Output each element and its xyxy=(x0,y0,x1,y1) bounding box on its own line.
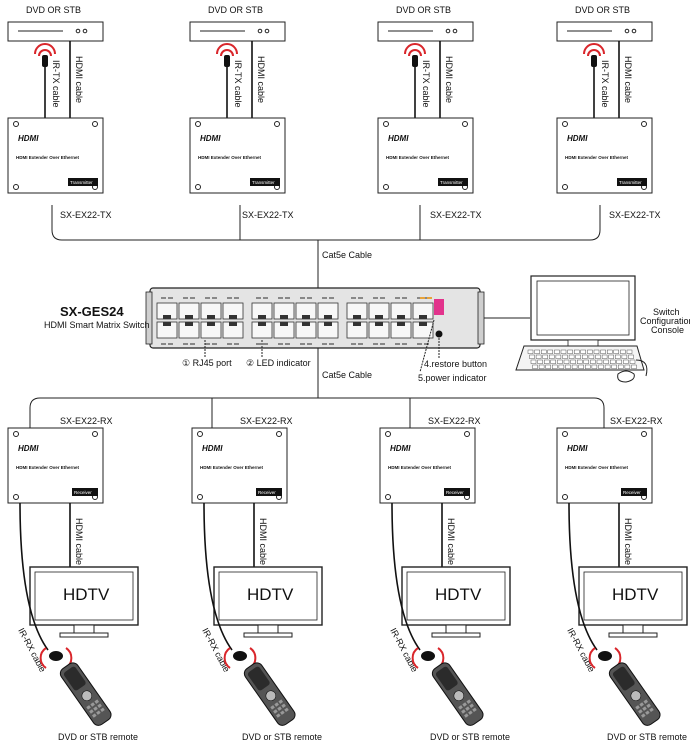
top-cat5e-bus xyxy=(51,205,601,241)
console-label-1: Switch xyxy=(653,307,680,317)
remote-control-icon xyxy=(59,662,112,726)
remote-label: DVD or STB remote xyxy=(242,732,322,742)
receiver-tag: Receiver xyxy=(258,490,276,495)
source-label: DVD OR STB xyxy=(26,5,81,15)
extender-title: HDMI Extender Over Ethernet xyxy=(200,465,264,470)
extender-title: HDMI Extender Over Ethernet xyxy=(386,155,450,160)
restore-button-icon xyxy=(435,330,443,338)
transmitter-box xyxy=(377,117,474,194)
ir-emitter-icon xyxy=(412,55,418,67)
switch-model: SX-GES24 xyxy=(60,304,124,319)
hdmi-logo: HDMI xyxy=(567,134,588,143)
bottom-cat5e-bus xyxy=(29,397,605,428)
source-label: DVD OR STB xyxy=(396,5,451,15)
extender-title: HDMI Extender Over Ethernet xyxy=(565,155,629,160)
hdmi-cable-label: HDMI cable xyxy=(444,56,454,103)
ir-emitter-icon xyxy=(591,55,597,67)
led-indicator-callout: ② LED indicator xyxy=(246,358,311,368)
receiver-model: SX-EX22-RX xyxy=(60,416,113,426)
hdmi-logo: HDMI xyxy=(18,444,39,453)
hdtv-label: HDTV xyxy=(63,585,110,604)
transmitter-model: SX-EX22-TX xyxy=(609,210,661,220)
ir-receiver-icon xyxy=(49,651,63,661)
hdmi-cable-label: HDMI cable xyxy=(258,518,268,565)
ir-receiver-icon xyxy=(598,651,612,661)
rj45-port-callout: ① RJ45 port xyxy=(182,358,232,368)
ir-receiver-icon xyxy=(233,651,247,661)
console-label-2: Configuration xyxy=(640,316,690,326)
ir-emitter-icon xyxy=(42,55,48,67)
remote-control-icon xyxy=(431,662,484,726)
extender-title: HDMI Extender Over Ethernet xyxy=(565,465,629,470)
receiver-model: SX-EX22-RX xyxy=(428,416,481,426)
power-led-icon xyxy=(434,299,444,315)
hdmi-cable-label: HDMI cable xyxy=(74,518,84,565)
hdmi-logo: HDMI xyxy=(18,134,39,143)
hdmi-logo: HDMI xyxy=(567,444,588,453)
receiver-tag: Receiver xyxy=(74,490,92,495)
receiver-model: SX-EX22-RX xyxy=(240,416,293,426)
extender-title: HDMI Extender Over Ethernet xyxy=(198,155,262,160)
transmitter-tag: Transmitter xyxy=(252,180,275,185)
matrix-switch xyxy=(145,287,485,349)
hdmi-logo: HDMI xyxy=(388,134,409,143)
switch-desc: HDMI Smart Matrix Switch xyxy=(44,320,150,330)
extender-title: HDMI Extender Over Ethernet xyxy=(388,465,452,470)
hdmi-cable-label: HDMI cable xyxy=(623,56,633,103)
mouse-icon xyxy=(617,370,635,383)
hdmi-logo: HDMI xyxy=(390,444,411,453)
receiver-model: SX-EX22-RX xyxy=(610,416,663,426)
remote-label: DVD or STB remote xyxy=(58,732,138,742)
hdmi-cable-label: HDMI cable xyxy=(446,518,456,565)
transmitter-tag: Transmitter xyxy=(70,180,93,185)
source-label: DVD OR STB xyxy=(575,5,630,15)
transmitter-box xyxy=(556,117,653,194)
remote-label: DVD or STB remote xyxy=(607,732,687,742)
cat5e-label-top: Cat5e Cable xyxy=(322,250,372,260)
hdmi-cable-label: HDMI cable xyxy=(74,56,84,103)
power-indicator-callout: 5.power indicator xyxy=(418,373,487,383)
hdtv-label: HDTV xyxy=(435,585,482,604)
receiver-unit-2: SX-EX22-RX HDMI HDMI Extender Over Etherne… xyxy=(191,416,323,742)
ir-tx-cable-label: IR-TX cable xyxy=(421,60,431,108)
receiver-unit-1: SX-EX22-RX HDMI HDMI Extender Over Etherne… xyxy=(7,416,139,742)
configuration-console xyxy=(515,275,648,383)
hdmi-cable-label: HDMI cable xyxy=(623,518,633,565)
receiver-tag: Receiver xyxy=(446,490,464,495)
hdmi-logo: HDMI xyxy=(200,134,221,143)
extender-title: HDMI Extender Over Ethernet xyxy=(16,465,80,470)
transmitter-tag: Transmitter xyxy=(619,180,642,185)
console-label-3: Console xyxy=(651,325,684,335)
hdmi-cable-label: HDMI cable xyxy=(256,56,266,103)
receiver-unit-4: SX-EX22-RX HDMI HDMI Extender Over Etherne… xyxy=(556,416,688,742)
cat5e-label-bottom: Cat5e Cable xyxy=(322,370,372,380)
receiver-unit-3: SX-EX22-RX HDMI HDMI Extender Over Etherne… xyxy=(379,416,511,742)
ir-emitter-icon xyxy=(224,55,230,67)
ir-tx-cable-label: IR-TX cable xyxy=(233,60,243,108)
extender-title: HDMI Extender Over Ethernet xyxy=(16,155,80,160)
transmitter-tag: Transmitter xyxy=(440,180,463,185)
remote-control-icon xyxy=(608,662,661,726)
restore-button-callout: 4.restore button xyxy=(424,359,487,369)
source-label: DVD OR STB xyxy=(208,5,263,15)
remote-label: DVD or STB remote xyxy=(430,732,510,742)
hdmi-logo: HDMI xyxy=(202,444,223,453)
transmitter-model: SX-EX22-TX xyxy=(60,210,112,220)
receiver-tag: Receiver xyxy=(623,490,641,495)
ir-tx-cable-label: IR-TX cable xyxy=(51,60,61,108)
transmitter-model: SX-EX22-TX xyxy=(242,210,294,220)
hdtv-label: HDTV xyxy=(612,585,659,604)
remote-control-icon xyxy=(243,662,296,726)
ir-tx-cable-label: IR-TX cable xyxy=(600,60,610,108)
hdtv-label: HDTV xyxy=(247,585,294,604)
transmitter-model: SX-EX22-TX xyxy=(430,210,482,220)
ir-receiver-icon xyxy=(421,651,435,661)
